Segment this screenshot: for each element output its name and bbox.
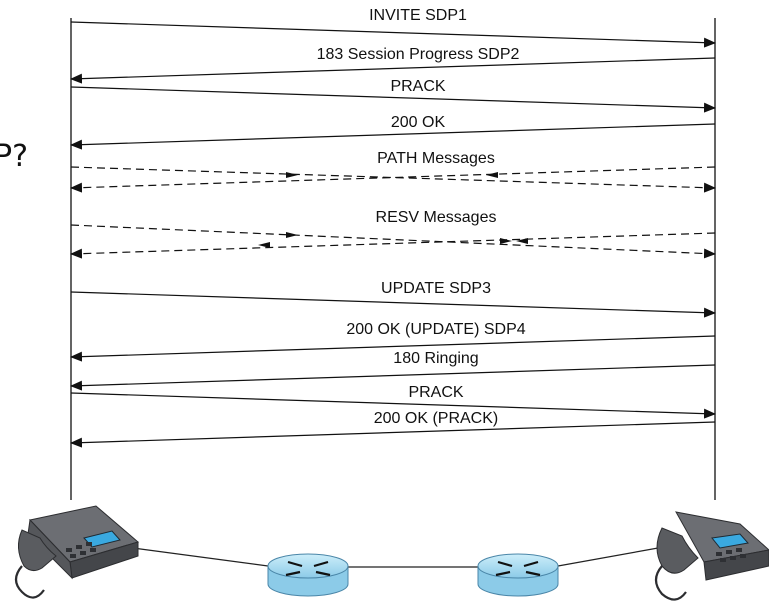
message-200-ok-update: 200 OK (UPDATE) SDP4 <box>70 321 716 362</box>
message-label: UPDATE SDP3 <box>381 280 491 297</box>
message-label: INVITE SDP1 <box>369 7 467 24</box>
message-200-ok-prack: 200 OK (PRACK) <box>70 410 716 448</box>
router-right-icon <box>477 553 559 597</box>
message-label: PRACK <box>408 384 463 401</box>
message-200-ok: 200 OK <box>70 114 716 150</box>
message-label: PRACK <box>390 78 445 95</box>
link-phone-router-left <box>132 547 269 567</box>
phone-right-icon <box>654 511 769 601</box>
message-label: 200 OK (UPDATE) SDP4 <box>346 321 525 338</box>
message-label: 183 Session Progress SDP2 <box>317 46 520 63</box>
message-resv: RESV Messages <box>70 209 716 259</box>
message-update: UPDATE SDP3 <box>70 280 716 318</box>
message-183-session-progress: 183 Session Progress SDP2 <box>70 46 716 84</box>
message-label: RESV Messages <box>376 209 497 226</box>
message-label: 180 Ringing <box>393 350 478 367</box>
message-label: 200 OK (PRACK) <box>374 410 498 427</box>
message-prack-2: PRACK <box>70 384 716 419</box>
message-invite: INVITE SDP1 <box>70 7 716 48</box>
message-path: PATH Messages <box>70 150 716 193</box>
phone-left-icon <box>14 505 140 599</box>
message-180-ringing: 180 Ringing <box>70 350 716 391</box>
message-label: PATH Messages <box>377 150 495 167</box>
side-text: P? <box>0 139 28 174</box>
router-left-icon <box>267 553 349 597</box>
link-router-phone-right <box>557 547 659 567</box>
message-prack-1: PRACK <box>70 78 716 113</box>
message-label: 200 OK <box>391 114 446 131</box>
